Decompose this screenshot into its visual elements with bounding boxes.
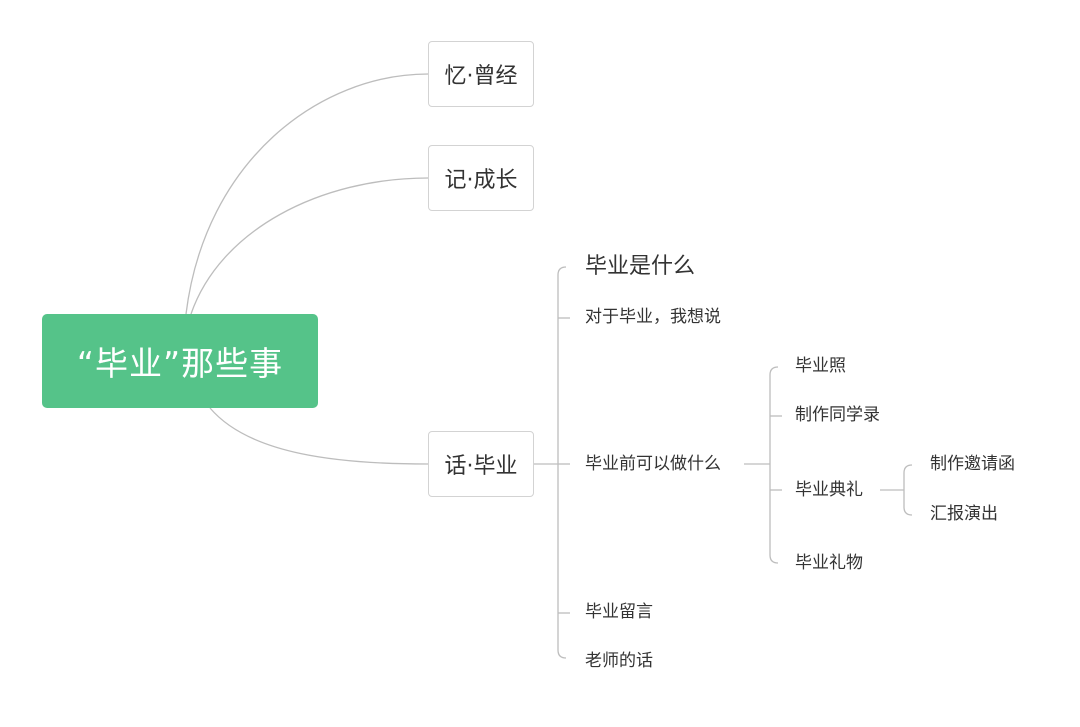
node-yearbook[interactable]: 制作同学录: [795, 405, 880, 425]
root-label: “毕业”那些事: [76, 344, 284, 383]
node-want-to-say[interactable]: 对于毕业，我想说: [585, 307, 721, 327]
node-graduation-photo[interactable]: 毕业照: [795, 356, 846, 376]
branch-memory-label: 忆·曾经: [444, 64, 518, 89]
bracket-level4: [903, 464, 913, 516]
branch-memory-node[interactable]: 忆·曾经: [428, 41, 534, 107]
node-graduation-messages[interactable]: 毕业留言: [585, 602, 653, 622]
branch-growth-label: 记·成长: [444, 168, 518, 193]
node-teacher-words[interactable]: 老师的话: [585, 651, 653, 671]
root-node[interactable]: “毕业”那些事: [42, 314, 318, 408]
branch-graduation-node[interactable]: 话·毕业: [428, 431, 534, 497]
bracket-level2: [557, 266, 567, 659]
node-graduation-gift[interactable]: 毕业礼物: [795, 553, 863, 573]
node-ceremony[interactable]: 毕业典礼: [795, 480, 863, 500]
edge-root-graduation: [209, 407, 429, 465]
node-invitation[interactable]: 制作邀请函: [930, 454, 1015, 474]
branch-growth-node[interactable]: 记·成长: [428, 145, 534, 211]
node-what-is-graduation[interactable]: 毕业是什么: [585, 254, 696, 279]
edge-root-memory: [185, 73, 429, 315]
node-performance[interactable]: 汇报演出: [930, 504, 998, 524]
bracket-level3: [769, 366, 779, 564]
edge-root-growth: [190, 177, 429, 315]
branch-graduation-label: 话·毕业: [444, 454, 518, 479]
node-before-graduation[interactable]: 毕业前可以做什么: [585, 454, 721, 474]
